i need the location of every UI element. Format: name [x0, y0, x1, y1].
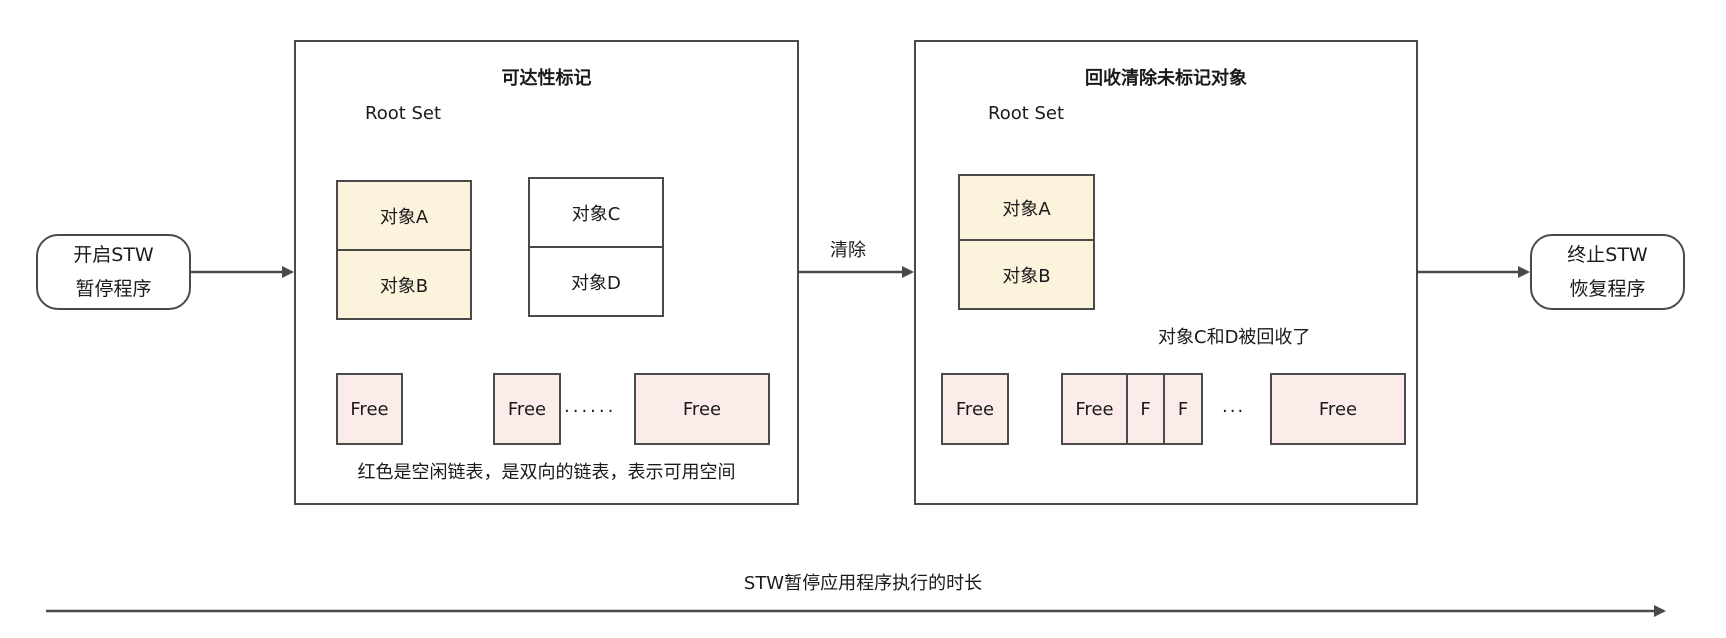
end-line1: 终止STW — [1567, 244, 1648, 266]
timeline-label: STW暂停应用程序执行的时长 — [743, 573, 983, 594]
mark-free-block-3: Free — [634, 373, 770, 445]
start-line1: 开启STW — [73, 244, 154, 266]
reclaimed-note: 对象C和D被回收了 — [1158, 327, 1311, 348]
mark-object-a: 对象A — [336, 180, 472, 251]
transition-label: 清除 — [830, 240, 866, 261]
sweep-phase-title: 回收清除未标记对象 — [1085, 68, 1247, 89]
sweep-free-f-1: F — [1126, 373, 1165, 445]
sweep-free-block-2: Free — [1061, 373, 1128, 445]
sweep-root-set-label: Root Set — [988, 103, 1065, 124]
start-line2: 暂停程序 — [75, 278, 152, 300]
start-stw-node: 开启STW 暂停程序 — [36, 234, 191, 310]
sweep-object-b: 对象B — [958, 239, 1095, 310]
sweep-free-ellipsis: ... — [1222, 396, 1246, 417]
sweep-object-a: 对象A — [958, 174, 1095, 241]
end-line2: 恢复程序 — [1569, 278, 1646, 300]
mark-phase-title: 可达性标记 — [501, 68, 592, 89]
end-stw-node: 终止STW 恢复程序 — [1530, 234, 1685, 310]
sweep-free-f-2: F — [1163, 373, 1203, 445]
mark-free-block-2: Free — [493, 373, 561, 445]
mark-free-ellipsis: ...... — [564, 396, 617, 417]
mark-object-b: 对象B — [336, 249, 472, 320]
mark-object-c: 对象C — [528, 177, 664, 248]
sweep-free-block-1: Free — [941, 373, 1009, 445]
sweep-free-block-3: Free — [1270, 373, 1406, 445]
mark-root-set-label: Root Set — [365, 103, 442, 124]
mark-free-block-1: Free — [336, 373, 403, 445]
free-list-caption: 红色是空闲链表，是双向的链表，表示可用空间 — [357, 462, 736, 483]
mark-object-d: 对象D — [528, 246, 664, 317]
